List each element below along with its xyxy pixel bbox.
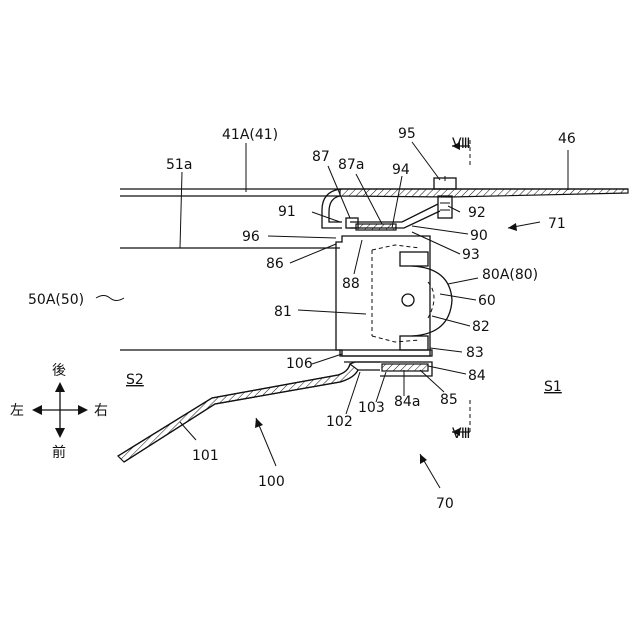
label-94: 94 xyxy=(392,162,410,178)
label-81: 81 xyxy=(274,304,292,320)
label-70: 70 xyxy=(436,496,454,512)
bracket-90 xyxy=(346,204,440,230)
label-93: 93 xyxy=(462,247,480,263)
member-81 xyxy=(336,236,452,356)
label-84: 84 xyxy=(468,368,486,384)
label-85: 85 xyxy=(440,392,458,408)
label-82: 82 xyxy=(472,319,490,335)
label-87: 87 xyxy=(312,149,330,165)
label-60: 60 xyxy=(478,293,496,309)
label-102: 102 xyxy=(326,414,353,430)
label-84a: 84a xyxy=(394,394,420,410)
label-section-bottom: Ⅷ xyxy=(452,426,470,442)
label-106: 106 xyxy=(286,356,313,372)
label-51a: 51a xyxy=(166,157,192,173)
label-dir-right: 右 xyxy=(94,403,108,419)
label-96: 96 xyxy=(242,229,260,245)
label-50a: 50A(50) xyxy=(28,292,84,308)
label-88: 88 xyxy=(342,276,360,292)
label-87a: 87a xyxy=(338,157,364,173)
labels: 41A(41) 46 95 Ⅷ 51a 87 87a 94 91 92 71 9… xyxy=(10,126,576,512)
label-90: 90 xyxy=(470,228,488,244)
label-80a: 80A(80) xyxy=(482,267,538,283)
label-s2: S2 xyxy=(126,372,144,388)
floor-panel-101 xyxy=(118,362,380,462)
label-section-top: Ⅷ xyxy=(452,136,470,152)
label-dir-left: 左 xyxy=(10,403,24,419)
top-panel xyxy=(120,189,628,197)
label-91: 91 xyxy=(278,204,296,220)
label-71: 71 xyxy=(548,216,566,232)
frame-50a xyxy=(120,248,340,350)
label-41a: 41A(41) xyxy=(222,127,278,143)
label-95: 95 xyxy=(398,126,416,142)
label-s1: S1 xyxy=(544,379,562,395)
label-86: 86 xyxy=(266,256,284,272)
label-dir-front: 前 xyxy=(52,444,66,461)
direction-compass xyxy=(32,382,88,438)
label-46: 46 xyxy=(558,131,576,147)
label-103: 103 xyxy=(358,400,385,416)
label-83: 83 xyxy=(466,345,484,361)
label-101: 101 xyxy=(192,448,219,464)
label-92: 92 xyxy=(468,205,486,221)
label-dir-rear: 後 xyxy=(52,363,66,379)
label-100: 100 xyxy=(258,474,285,490)
